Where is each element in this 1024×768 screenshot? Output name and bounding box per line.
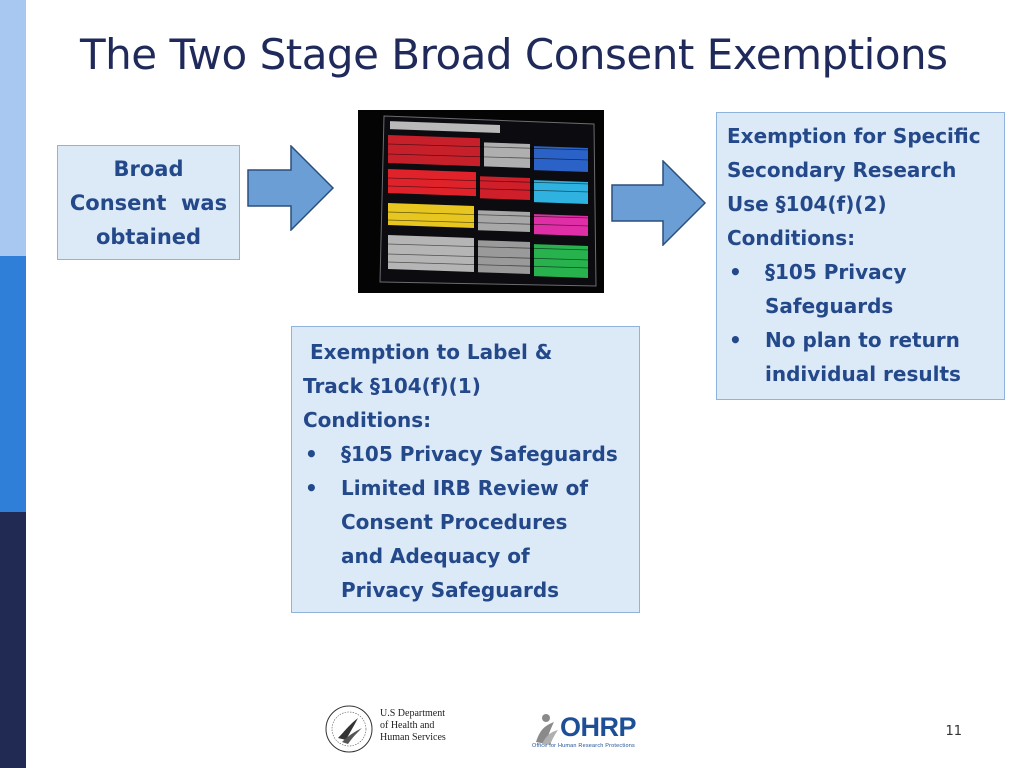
bullet-icon: • [305,442,318,466]
list-item: • §105 Privacy Safeguards [727,255,998,323]
data-screen-image [358,110,604,293]
accent-segment-light [0,0,26,256]
box-line: Consent was [69,191,228,215]
right-arrow-icon [611,160,707,246]
box-heading-line: Exemption to Label & [310,340,553,364]
hhs-line: U.S Department [380,708,445,719]
box-heading-line: Use §104(f)(2) [727,192,887,216]
list-item: • Limited IRB Review of Consent Procedur… [303,471,629,607]
box-line: obtained [95,225,202,249]
hhs-line: of Health and [380,720,435,731]
accent-segment-mid [0,256,26,512]
footer-logos: U.S Department of Health and Human Servi… [322,700,642,760]
list-item-line: No plan to return [765,328,960,352]
box-heading-line: Exemption for Specific [727,124,981,148]
ohrp-wordmark: OHRP [560,712,637,742]
hhs-wordmark: U.S Department of Health and Human Servi… [380,708,446,744]
list-item-line: Limited IRB Review of [341,476,589,500]
hhs-line: Human Services [380,732,446,743]
box-heading-line: Conditions: [303,408,432,432]
right-arrow-icon [247,145,335,231]
box-line: Broad [113,157,184,181]
bullet-icon: • [729,328,742,352]
ohrp-tagline: Office for Human Research Protections [532,743,635,749]
broad-consent-box: Broad Consent was obtained [57,145,240,260]
exemption-specific-secondary-box: Exemption for Specific Secondary Researc… [716,112,1005,400]
data-display-photo [358,110,604,293]
slide-accent-bar [0,0,26,768]
list-item: • §105 Privacy Safeguards [303,437,629,471]
list-item: • No plan to return individual results [727,323,998,391]
bullet-icon: • [729,260,742,284]
box-heading-line: Track §104(f)(1) [303,374,481,398]
conditions-list: • §105 Privacy Safeguards • No plan to r… [727,255,998,391]
ohrp-figure-icon [536,714,558,745]
conditions-list: • §105 Privacy Safeguards • Limited IRB … [303,437,629,607]
slide-title: The Two Stage Broad Consent Exemptions [80,30,948,79]
bullet-icon: • [305,476,318,500]
list-item-line: Safeguards [765,294,894,318]
list-item-line: Privacy Safeguards [341,578,560,602]
list-item-line: §105 Privacy Safeguards [341,442,618,466]
list-item-line: §105 Privacy [765,260,907,284]
list-item-line: and Adequacy of [341,544,530,568]
list-item-line: Consent Procedures [341,510,568,534]
box-heading-line: Secondary Research [727,158,957,182]
exemption-label-track-box: Exemption to Label & Track §104(f)(1) Co… [291,326,640,613]
page-number: 11 [945,724,962,739]
hhs-seal-icon [325,705,373,753]
box-heading-line: Conditions: [727,226,856,250]
accent-segment-dark [0,512,26,768]
list-item-line: individual results [765,362,961,386]
